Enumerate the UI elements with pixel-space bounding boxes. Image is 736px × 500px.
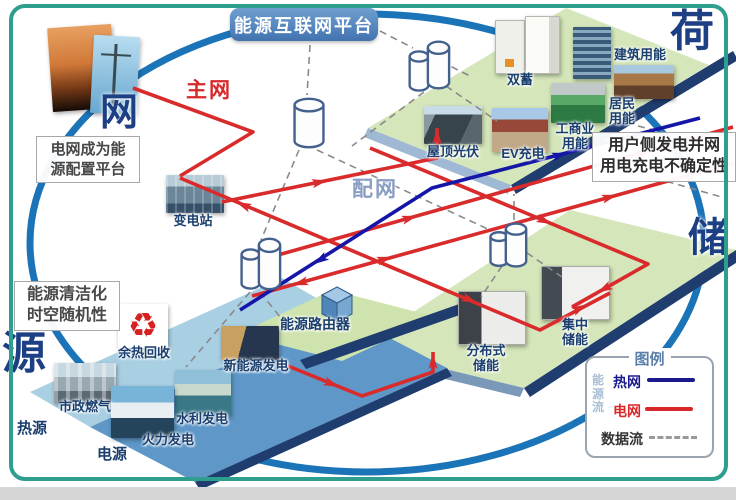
distribution-grid-label: 配网 <box>352 178 398 201</box>
power-lines <box>132 86 734 398</box>
waste-heat-recovery-label: 余热回收 <box>117 345 170 360</box>
dual-storage-label: 双蓄 <box>506 72 533 87</box>
load-note-line2: 用电充电不确定性 <box>599 157 728 175</box>
legend-grid-line <box>645 407 693 411</box>
grid-note-line2: 源配置平台 <box>50 160 126 178</box>
legend-data-label: 数据流 <box>601 431 643 447</box>
legend-axis-label: 能源流 <box>592 373 605 414</box>
source-note: 能源清洁化 时空随机性 <box>14 281 120 331</box>
new-energy-generation-label: 新能源发电 <box>223 358 289 373</box>
solar-farm-photo <box>221 326 279 360</box>
power-line <box>179 176 611 332</box>
municipal-gas-label: 市政燃气 <box>58 399 111 414</box>
hydro-power-label: 水利发电 <box>175 411 228 426</box>
battery-cabinet-photo-2 <box>525 16 560 74</box>
source-platform-edge-navy <box>195 368 452 490</box>
data-link <box>480 265 503 298</box>
substation-label: 变电站 <box>173 213 213 228</box>
platform-title: 能源互联网平台 <box>234 15 374 36</box>
main-grid-line <box>132 86 255 178</box>
data-link <box>259 291 290 329</box>
bottom-strip <box>0 487 736 500</box>
recycle-glyph: ♻ <box>127 307 159 345</box>
main-grid-label: 主网 <box>186 79 232 102</box>
platform-title-box: 能源互联网平台 <box>230 8 378 41</box>
storage-platform-edge-navy <box>524 250 736 397</box>
cube-right <box>336 294 353 323</box>
thermal-power-label: 火力发电 <box>141 432 194 447</box>
industrial-energy-label: 工商业用能 <box>555 121 595 151</box>
legend-data-line <box>649 436 697 439</box>
legend: 图例 能源流 热网 电网 数据流 <box>585 348 714 458</box>
gas-plant-photo <box>54 363 116 403</box>
hydro-dam-photo <box>175 370 231 416</box>
load-note-line1: 用户侧发电并网 <box>607 137 720 154</box>
source-note-line1: 能源清洁化 <box>26 286 107 303</box>
legend-heat-label: 热网 <box>613 374 641 390</box>
load-platform-edge-navy <box>511 51 736 194</box>
power-line <box>251 161 734 298</box>
data-link <box>351 91 425 147</box>
legend-title: 图例 <box>628 348 671 369</box>
ev-charging-station-photo <box>492 108 548 152</box>
centralized-storage-label: 集中储能 <box>561 317 588 347</box>
grid-note: 电网成为能 源配置平台 <box>36 136 140 183</box>
data-link <box>516 245 563 278</box>
source-platform-power-band <box>90 313 447 482</box>
distributed-storage-label: 分布式储能 <box>466 343 506 373</box>
data-link <box>429 55 473 78</box>
corner-label-grid: 网 <box>100 92 139 134</box>
legend-heat-line <box>647 378 695 382</box>
router-platform <box>238 290 436 361</box>
data-link <box>306 44 311 96</box>
diagram-frame <box>9 4 728 481</box>
heat-source-label: 热源 <box>16 420 47 437</box>
data-link <box>185 291 251 368</box>
energy-router-label: 能源路由器 <box>280 316 350 332</box>
recycle-icon: ♻ <box>118 304 168 348</box>
residential-street-photo <box>614 65 674 99</box>
residential-energy-label: 居民用能 <box>608 96 635 126</box>
data-link <box>445 85 498 122</box>
data-link <box>260 149 300 241</box>
cabinet-badge <box>505 59 514 67</box>
battery-cabinet-photo-1 <box>495 20 525 74</box>
rooftop-solar-photo <box>424 106 482 144</box>
legend-grid-label: 电网 <box>613 403 641 419</box>
load-note: 用户侧发电并网 用电充电不确定性 <box>592 132 736 182</box>
ev-charging-label: EV充电 <box>501 146 545 161</box>
router-platform-edge-navy <box>300 296 488 369</box>
building-energy-label: 建筑用能 <box>613 47 666 62</box>
corner-label-storage: 储 <box>688 216 728 260</box>
thermal-plant-photo <box>111 386 174 438</box>
source-note-line2: 时空随机性 <box>26 306 107 324</box>
data-link <box>316 149 491 231</box>
power-source-label: 电源 <box>96 446 127 463</box>
data-link <box>379 30 414 49</box>
rooftop-pv-label: 屋顶光伏 <box>426 144 479 159</box>
corner-label-load: 荷 <box>670 7 714 56</box>
router-cube-icon <box>320 286 354 323</box>
office-building-photo <box>573 27 611 79</box>
grid-note-line1: 电网成为能 <box>50 141 126 158</box>
factory-floor-photo <box>551 83 605 123</box>
